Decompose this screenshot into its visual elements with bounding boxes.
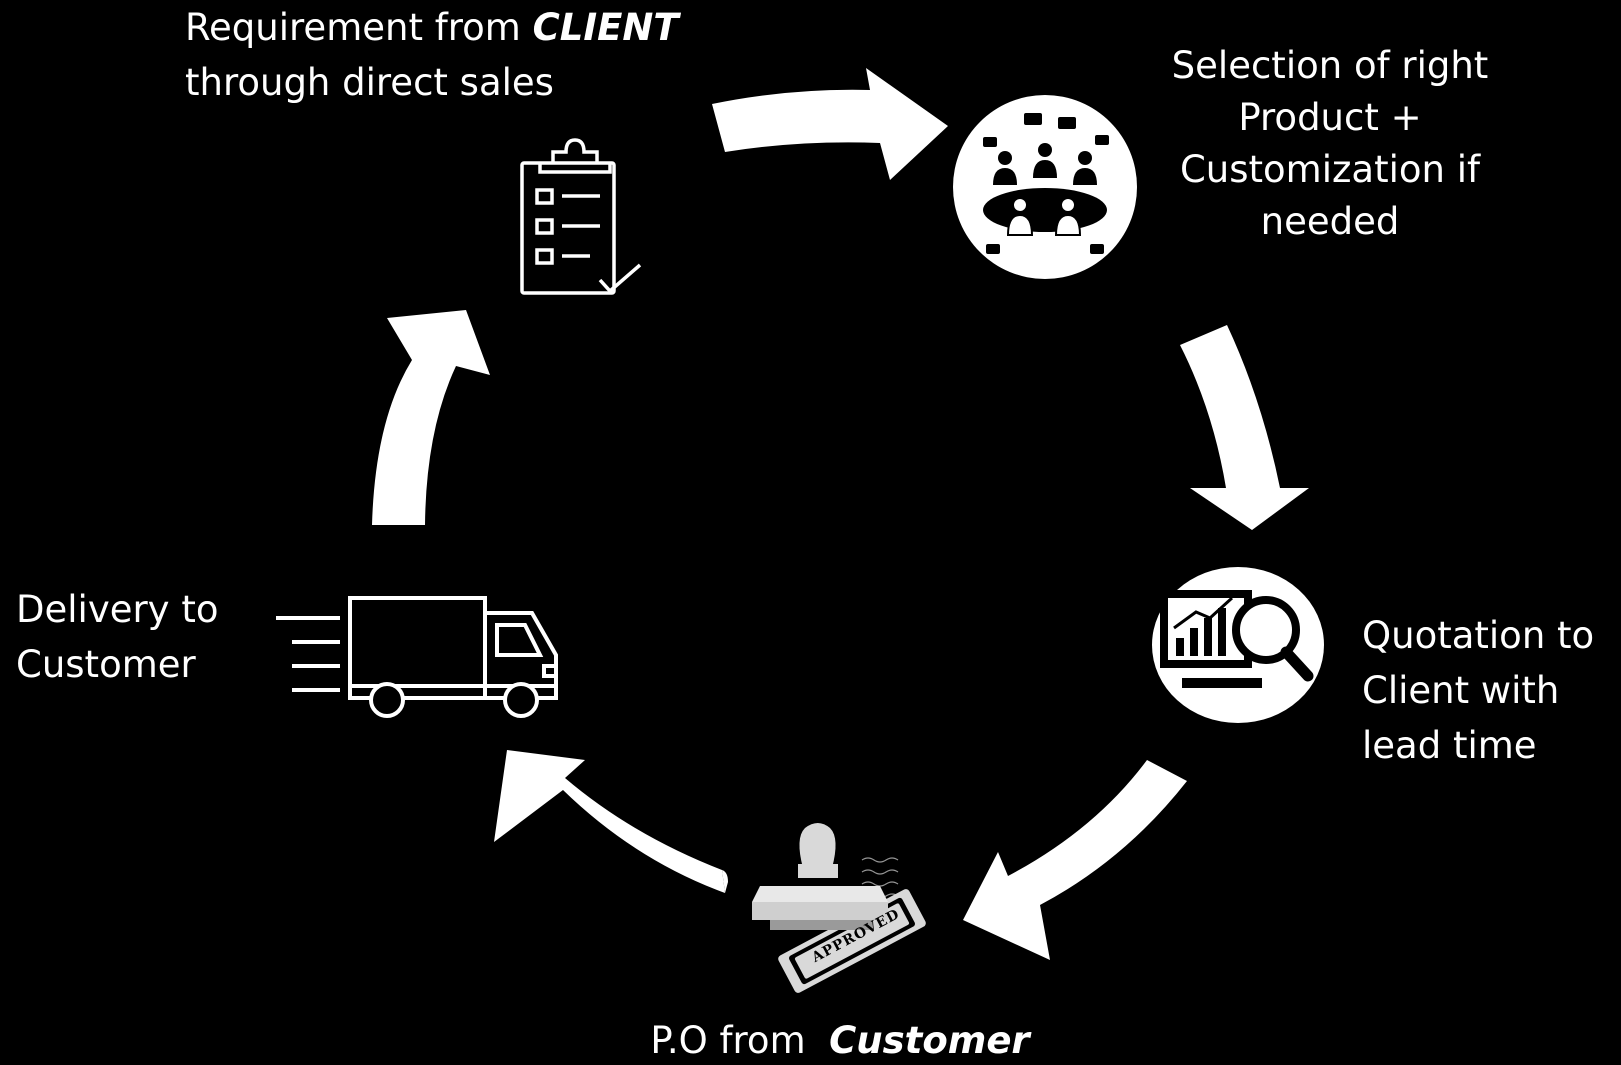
quotation-label: Quotation to Client with lead time xyxy=(1362,608,1594,773)
selection-line-1: Selection of right xyxy=(1171,44,1489,87)
po-label: P.O from Customer xyxy=(610,1018,1070,1064)
selection-line-4: needed xyxy=(1260,200,1400,243)
delivery-line-2: Customer xyxy=(16,643,196,686)
client-emphasis: CLIENT xyxy=(532,6,679,49)
clipboard-checklist-icon xyxy=(520,138,642,295)
quotation-line-1: Quotation to xyxy=(1362,614,1595,657)
arrow-requirement-to-selection xyxy=(712,68,948,180)
delivery-label: Delivery to Customer xyxy=(16,582,219,692)
arrow-quotation-to-po xyxy=(963,760,1187,960)
selection-label: Selection of right Product + Customizati… xyxy=(1150,40,1510,248)
customer-emphasis: Customer xyxy=(829,1019,1030,1062)
po-prefix: P.O from xyxy=(650,1019,830,1062)
requirement-line-2: through direct sales xyxy=(185,61,554,104)
approved-stamp-icon xyxy=(752,823,926,993)
chart-magnifier-icon xyxy=(1152,567,1324,723)
requirement-line-1: Requirement from CLIENT xyxy=(185,6,679,49)
quotation-line-3: lead time xyxy=(1362,724,1537,767)
arrow-selection-to-quotation xyxy=(1180,325,1309,530)
delivery-line-1: Delivery to xyxy=(16,588,219,631)
quotation-line-2: Client with xyxy=(1362,669,1560,712)
selection-line-2: Product + xyxy=(1238,96,1422,139)
arrow-po-to-delivery xyxy=(494,750,728,893)
meeting-people-icon xyxy=(953,95,1137,279)
delivery-truck-icon xyxy=(276,596,558,718)
requirement-label: Requirement from CLIENT through direct s… xyxy=(185,0,679,110)
arrow-delivery-to-requirement xyxy=(372,310,490,525)
selection-line-3: Customization if xyxy=(1179,148,1481,191)
